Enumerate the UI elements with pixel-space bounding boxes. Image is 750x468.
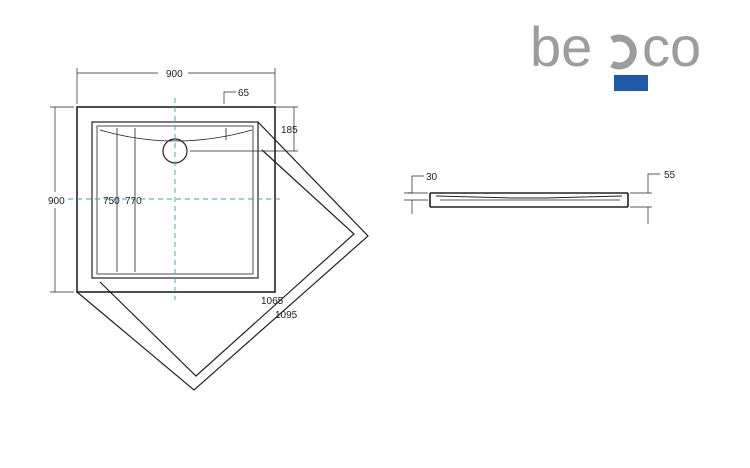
tray-outline xyxy=(76,106,276,293)
logo-text-left: be xyxy=(530,15,592,78)
plan-view xyxy=(50,68,369,391)
dim-55-leader xyxy=(647,173,660,193)
dim-30-leader xyxy=(408,175,424,194)
logo-drop-icon xyxy=(610,34,637,70)
dim-overall-depth: 900 xyxy=(48,196,65,207)
dim-side-55: 55 xyxy=(664,170,676,181)
logo-text-right: co xyxy=(642,15,701,78)
dim-inner-750: 750 xyxy=(103,196,120,207)
diagonal-outline-outer xyxy=(76,121,369,391)
dim-side-30: 30 xyxy=(426,172,438,183)
dim-65-leader xyxy=(223,91,236,104)
diagonal-outline-inner xyxy=(99,149,355,377)
side-basin-profile xyxy=(435,195,623,199)
basin-back-curve xyxy=(99,129,253,142)
brand-logo: be co xyxy=(530,15,701,91)
dim-rim-width: 65 xyxy=(238,88,250,99)
dim-inner-770: 770 xyxy=(125,196,142,207)
logo-square-icon xyxy=(614,75,648,91)
dim-diagonal-inner: 1065 xyxy=(261,296,284,307)
dim-diagonal-outer: 1095 xyxy=(275,310,298,321)
drain-icon xyxy=(162,138,188,164)
side-view xyxy=(404,173,660,224)
dim-drain-offset: 185 xyxy=(281,125,298,136)
dim-overall-width: 900 xyxy=(166,69,183,80)
